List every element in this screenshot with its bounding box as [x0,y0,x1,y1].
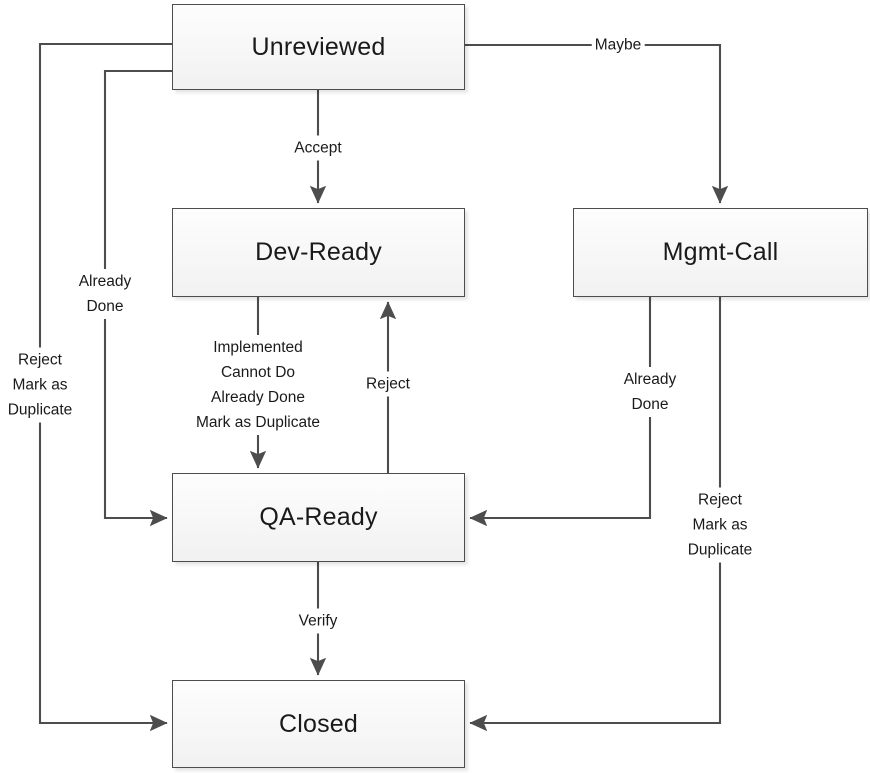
state-label-dev-ready: Dev-Ready [255,238,382,266]
state-label-unreviewed: Unreviewed [251,32,386,61]
state-label-qa-ready: QA-Ready [259,503,378,531]
state-node-qa-ready[interactable]: QA-Ready [172,473,465,562]
edge-label-verify: Verify [295,608,341,634]
state-label-closed: Closed [278,709,359,738]
edge-unreviewed-to-mgmt-call [465,43,729,204]
edge-label-accept: Accept [291,135,345,161]
edge-label-reject-duplicate-right: Reject Mark as Duplicate [684,487,756,563]
state-node-dev-ready[interactable]: Dev-Ready [172,208,465,297]
edge-label-reject-duplicate-left: Reject Mark as Duplicate [4,347,76,423]
edge-label-already-done-left: Already Done [75,269,135,319]
edge-mgmt-call-to-closed [469,297,722,732]
edge-label-reject: Reject [363,371,413,397]
edge-label-dev-to-qa: Implemented Cannot Do Already Done Mark … [192,335,324,435]
state-label-mgmt-call: Mgmt-Call [662,238,779,266]
state-node-closed[interactable]: Closed [172,680,465,768]
edge-label-already-done-right: Already Done [620,367,680,417]
state-node-unreviewed[interactable]: Unreviewed [172,4,465,90]
edge-label-maybe: Maybe [591,32,645,58]
state-node-mgmt-call[interactable]: Mgmt-Call [573,208,868,297]
